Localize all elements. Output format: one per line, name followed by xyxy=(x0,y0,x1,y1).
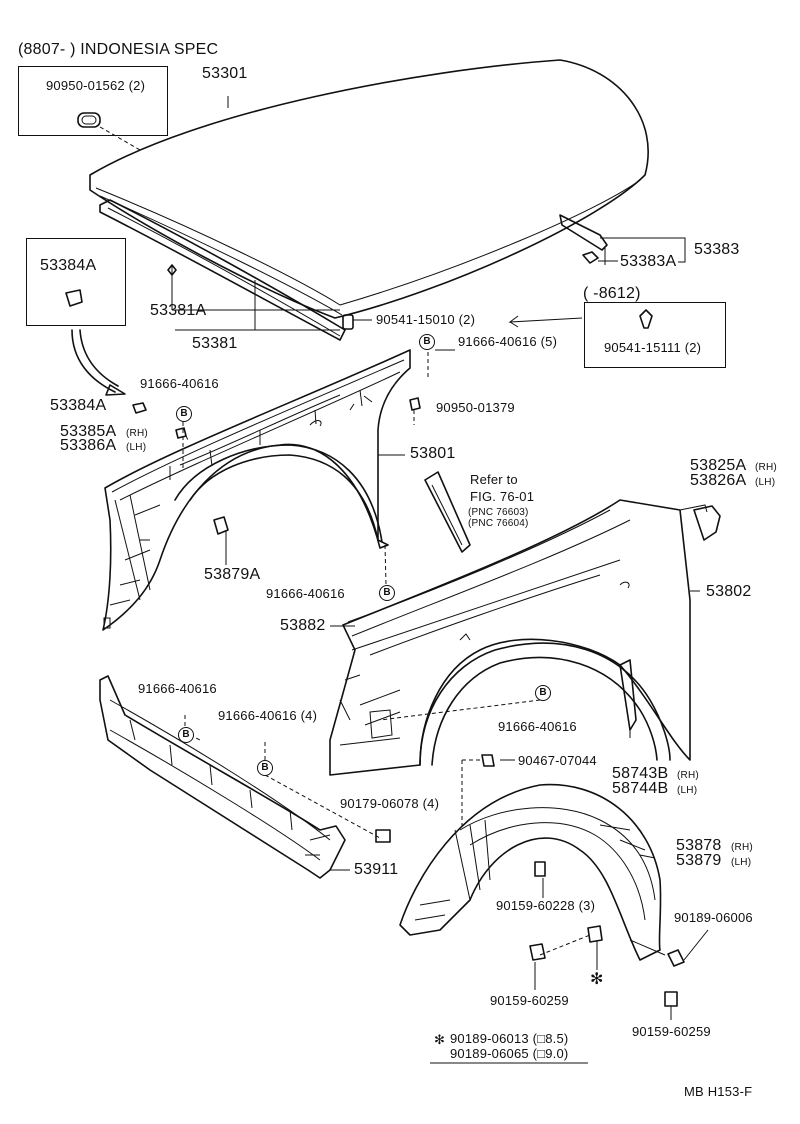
curved-arrow xyxy=(71,329,116,393)
label-53826A-side: (LH) xyxy=(755,477,776,488)
label-8612: ( -8612) xyxy=(583,285,641,302)
screw-60228 xyxy=(534,861,546,877)
label-58744B: 58744B xyxy=(612,780,669,797)
inset-clip-1562 xyxy=(77,112,141,151)
label-pnc1: (PNC 76603) xyxy=(468,507,529,518)
hood-cushion xyxy=(342,314,372,330)
grommet-star xyxy=(587,925,603,943)
label-58743B: 58743B xyxy=(612,765,669,782)
nut-90179 xyxy=(375,829,391,843)
label-91666-40616-d: 91666-40616 xyxy=(498,719,577,734)
weatherstrip-clip xyxy=(167,264,177,276)
label-53384A: 53384A xyxy=(50,397,107,414)
leader-lines xyxy=(330,349,700,1020)
label-90189-06006: 90189-06006 xyxy=(674,910,753,925)
label-53386A-side: (LH) xyxy=(126,442,147,453)
label-53878: 53878 xyxy=(676,837,722,854)
bolt-b-marker-4: B xyxy=(535,685,551,701)
label-91666-40616-4: 91666-40616 (4) xyxy=(218,708,318,723)
clip-53879A xyxy=(213,516,229,565)
label-53801: 53801 xyxy=(410,445,456,462)
bolt-07044 xyxy=(481,754,495,767)
note-line-1: 90189-06013 (□8.5) xyxy=(450,1031,569,1046)
bolt-b-marker-6: B xyxy=(257,760,273,776)
nut-06006 xyxy=(667,949,685,967)
label-91666-40616-5: 91666-40616 (5) xyxy=(458,334,558,349)
label-90541-15010: 90541-15010 (2) xyxy=(376,312,476,327)
inset-cushion xyxy=(639,309,653,329)
clip-01379 xyxy=(409,397,421,411)
label-53825A-side: (RH) xyxy=(755,462,777,473)
apron-panel xyxy=(99,675,346,879)
label-53383A: 53383A xyxy=(620,253,677,270)
label-53381: 53381 xyxy=(192,335,238,352)
label-fig: FIG. 76-01 xyxy=(470,489,535,504)
inset-arrow xyxy=(508,315,583,328)
spec-label: (8807- ) INDONESIA SPEC xyxy=(18,41,219,58)
label-53385A: 53385A xyxy=(60,423,117,440)
label-90950-01562: 90950-01562 (2) xyxy=(46,78,146,93)
label-91666-40616-b: 91666-40616 xyxy=(266,586,345,601)
strip-58743B xyxy=(619,659,637,731)
label-53879A: 53879A xyxy=(204,566,261,583)
label-58744B-side: (LH) xyxy=(677,785,698,796)
label-53384A-box: 53384A xyxy=(40,257,97,274)
label-90159-60259-b: 90159-60259 xyxy=(632,1024,711,1039)
label-53383: 53383 xyxy=(694,241,740,258)
label-53882: 53882 xyxy=(280,617,326,634)
inset-box-53384A xyxy=(26,238,126,326)
screw-60259-a xyxy=(529,943,546,961)
diagram-reference: MB H153-F xyxy=(684,1084,753,1099)
label-90159-60228: 90159-60228 (3) xyxy=(496,898,596,913)
label-90467-07044: 90467-07044 xyxy=(518,753,597,768)
bolt-b-marker-2: B xyxy=(176,406,192,422)
label-53386A: 53386A xyxy=(60,437,117,454)
rh-fender xyxy=(329,499,708,776)
bolt-b-marker-3: B xyxy=(379,585,395,601)
seal-refer xyxy=(424,471,471,553)
bolt-b-marker-5: B xyxy=(178,727,194,743)
fender-liner xyxy=(399,783,666,961)
hood-panel xyxy=(89,59,649,319)
clip-53384A xyxy=(132,402,147,414)
label-53381A: 53381A xyxy=(150,302,207,319)
hood-weatherstrip xyxy=(99,199,346,341)
label-90541-15111: 90541-15111 (2) xyxy=(604,340,702,355)
label-53802: 53802 xyxy=(706,583,752,600)
label-90179-06078: 90179-06078 (4) xyxy=(340,796,440,811)
label-53879-side: (LH) xyxy=(731,857,752,868)
label-53911: 53911 xyxy=(354,861,399,878)
label-53826A: 53826A xyxy=(690,472,747,489)
hood-rear-strip xyxy=(559,214,686,265)
label-90159-60259-a: 90159-60259 xyxy=(490,993,569,1008)
label-91666-40616-a: 91666-40616 xyxy=(140,376,219,391)
box-clip-53384A xyxy=(65,289,83,307)
label-53385A-side: (RH) xyxy=(126,428,148,439)
bolt-b-marker-1: B xyxy=(419,334,435,350)
inset-box-8612 xyxy=(584,302,726,368)
label-53301: 53301 xyxy=(202,65,248,82)
label-91666-40616-c: 91666-40616 xyxy=(138,681,217,696)
label-pnc2: (PNC 76604) xyxy=(468,518,529,529)
lh-fender xyxy=(102,349,411,631)
inset-box-indonesia xyxy=(18,66,168,136)
label-90950-01379: 90950-01379 xyxy=(436,400,515,415)
label-refer: Refer to xyxy=(470,472,518,487)
note-star: ✻ xyxy=(434,1032,446,1047)
label-58743B-side: (RH) xyxy=(677,770,699,781)
label-53879: 53879 xyxy=(676,852,722,869)
note-line-2: 90189-06065 (□9.0) xyxy=(450,1046,569,1061)
screw-60259-b xyxy=(664,991,678,1007)
label-53878-side: (RH) xyxy=(731,842,753,853)
star-marker: ✻ xyxy=(590,971,604,988)
bracket-53825A xyxy=(693,505,721,541)
label-53825A: 53825A xyxy=(690,457,747,474)
clip-53385A xyxy=(175,427,187,439)
